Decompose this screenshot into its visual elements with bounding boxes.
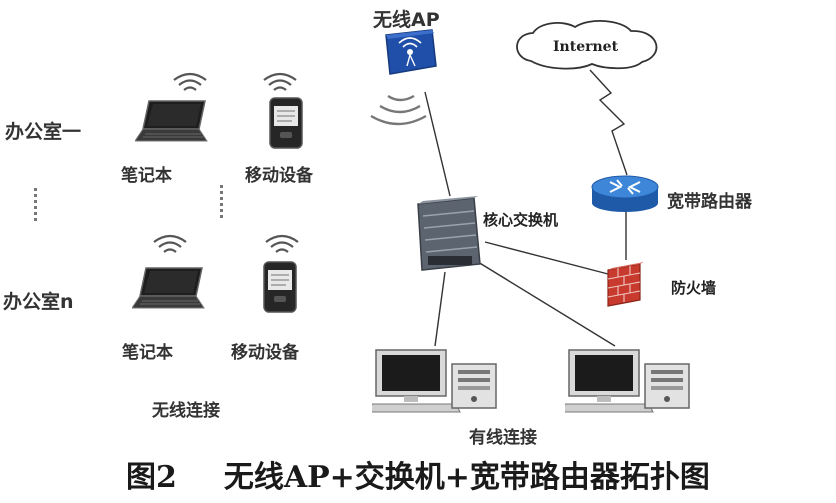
ap-signal-icon (370, 94, 427, 126)
caption-title: 无线AP+交换机+宽带路由器拓扑图 (223, 460, 710, 495)
caption-fig-number: 图2 (126, 460, 177, 495)
internet-cloud-icon (516, 20, 658, 70)
label-wired-connection: 有线连接 (469, 428, 537, 448)
wifi-signal-icon (172, 72, 208, 92)
core-switch-icon (417, 196, 481, 271)
line-internet-router (589, 69, 628, 176)
wifi-signal-icon (262, 72, 298, 92)
ellipsis-dots (34, 185, 223, 221)
router-icon (591, 175, 659, 212)
desktop-pc-icon (372, 349, 497, 413)
laptop-icon (132, 267, 205, 309)
label-internet: Internet (553, 39, 619, 55)
line-switch-desktop1 (434, 271, 446, 347)
label-mobile-1: 移动设备 (245, 166, 313, 186)
laptop-icon (135, 100, 208, 142)
firewall-icon (607, 262, 644, 307)
label-core-switch: 核心交换机 (483, 211, 559, 229)
label-laptop-n: 笔记本 (122, 343, 173, 363)
desktop-pc-icon (565, 349, 690, 413)
label-wireless-ap: 无线AP (373, 9, 440, 31)
line-switch-desktop2 (477, 261, 616, 347)
mobile-device-icon (269, 97, 303, 149)
label-office-1: 办公室一 (5, 121, 82, 143)
label-mobile-n: 移动设备 (231, 343, 299, 363)
label-router: 宽带路由器 (667, 192, 752, 212)
mobile-device-icon (263, 261, 297, 313)
connection-lines (424, 69, 628, 347)
label-wireless-connection: 无线连接 (152, 401, 220, 421)
wireless-ap-icon (385, 29, 437, 75)
wifi-signal-icon (264, 234, 300, 254)
line-ap-switch (424, 91, 451, 197)
label-firewall: 防火墙 (671, 279, 717, 297)
wifi-signal-icon (152, 234, 188, 254)
figure-caption: 图2 无线AP+交换机+宽带路由器拓扑图 (0, 452, 836, 496)
line-switch-firewall (484, 241, 609, 275)
label-laptop-1: 笔记本 (121, 166, 172, 186)
label-office-n: 办公室n (3, 291, 74, 313)
